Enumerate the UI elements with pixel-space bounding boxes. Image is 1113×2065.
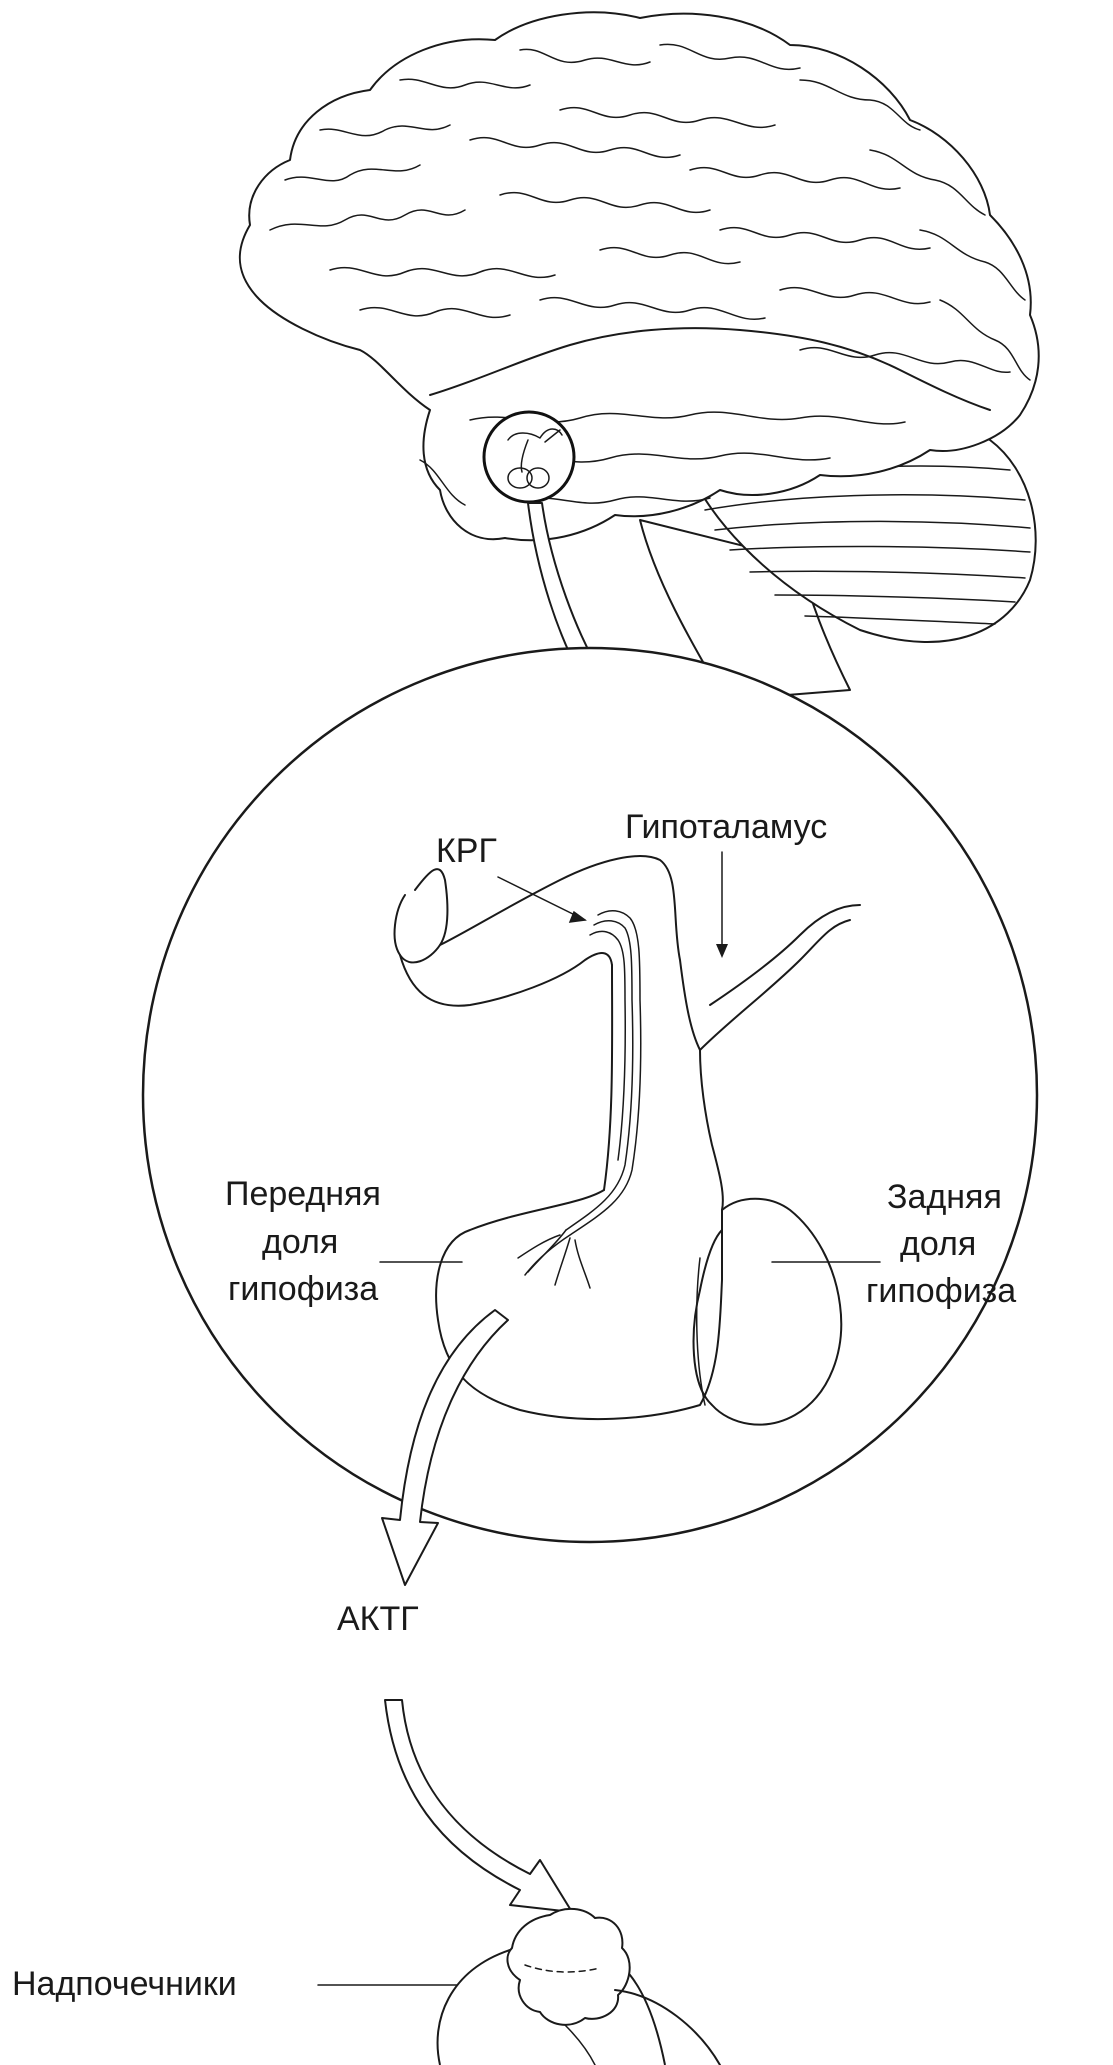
- label-hypothalamus: Гипоталамус: [625, 808, 827, 846]
- label-anterior-lobe-2: доля: [262, 1223, 338, 1261]
- hypothalamus-locator-circle: [484, 412, 574, 502]
- label-anterior-lobe-1: Передняя: [225, 1175, 381, 1213]
- zoom-circle: [143, 648, 1037, 1542]
- label-posterior-lobe-3: гипофиза: [866, 1272, 1016, 1310]
- kidney-adrenal: [438, 1909, 720, 2065]
- label-acth: АКТГ: [337, 1600, 419, 1638]
- label-posterior-lobe-2: доля: [900, 1225, 976, 1263]
- adrenal-arrow: [385, 1700, 572, 1912]
- label-adrenals: Надпочечники: [12, 1965, 237, 2003]
- label-anterior-lobe-3: гипофиза: [228, 1270, 378, 1308]
- label-crh: КРГ: [436, 832, 497, 870]
- label-posterior-lobe-1: Задняя: [887, 1178, 1002, 1216]
- brain-illustration: [240, 12, 1039, 700]
